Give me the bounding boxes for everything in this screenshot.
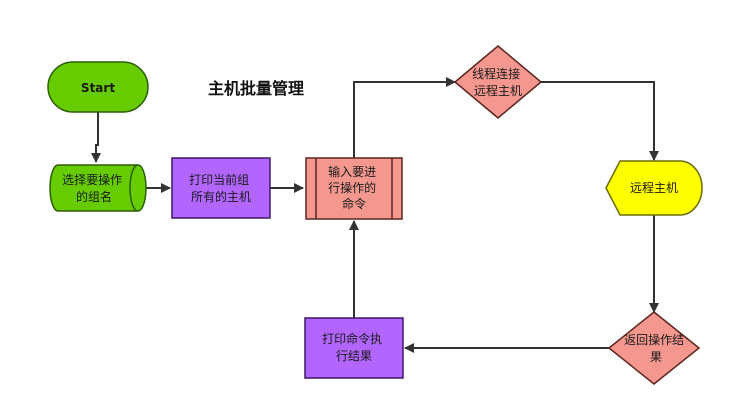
input-command-label-line2: 行操作的 bbox=[328, 180, 376, 195]
svg-text:线程连接 远程主机: 线程连接 远程主机 bbox=[472, 66, 524, 98]
connectors bbox=[91, 77, 659, 353]
edge-thread-to-remote bbox=[541, 81, 659, 161]
svg-text:输入要进 行操作的 命令: 输入要进 行操作的 命令 bbox=[328, 164, 380, 211]
svg-text:打印命令执 行结果: 打印命令执 行结果 bbox=[322, 331, 386, 363]
print-result-label-line1: 打印命令执 bbox=[322, 331, 382, 346]
start-node: Start bbox=[47, 61, 149, 113]
print-result-node: 打印命令执 行结果 bbox=[304, 317, 404, 379]
edge-input-to-thread bbox=[353, 77, 456, 158]
thread-connect-label-line1: 线程连接 bbox=[472, 66, 520, 81]
select-group-label-line1: 选择要操作 bbox=[62, 172, 122, 187]
edge-start-to-select bbox=[91, 112, 101, 163]
print-result-label-line2: 行结果 bbox=[336, 349, 372, 363]
svg-text:Start: Start bbox=[81, 81, 115, 95]
svg-text:打印当前组 所有的主机: 打印当前组 所有的主机 bbox=[189, 172, 253, 204]
diagram-title: 主机批量管理 bbox=[208, 79, 304, 98]
input-command-label-line3: 命令 bbox=[342, 196, 366, 211]
input-command-node: 输入要进 行操作的 命令 bbox=[305, 157, 403, 220]
return-result-node: 返回操作结 果 bbox=[607, 311, 701, 385]
input-command-label-line1: 输入要进 bbox=[328, 164, 376, 179]
print-hosts-label-line2: 所有的主机 bbox=[191, 189, 251, 204]
print-hosts-node: 打印当前组 所有的主机 bbox=[171, 157, 271, 219]
return-result-label-line2: 果 bbox=[650, 350, 662, 364]
select-group-node: 选择要操作 的组名 bbox=[49, 164, 147, 212]
return-result-label-line1: 返回操作结 bbox=[624, 332, 684, 347]
svg-text:返回操作结 果: 返回操作结 果 bbox=[624, 332, 688, 364]
svg-text:远程主机: 远程主机 bbox=[630, 180, 678, 195]
thread-connect-node: 线程连接 远程主机 bbox=[453, 45, 543, 119]
remote-host-node: 远程主机 bbox=[605, 160, 703, 216]
svg-text:选择要操作 的组名: 选择要操作 的组名 bbox=[62, 172, 126, 204]
select-group-label-line2: 的组名 bbox=[76, 189, 112, 204]
print-hosts-label-line1: 打印当前组 bbox=[189, 172, 249, 187]
remote-host-label: 远程主机 bbox=[630, 180, 678, 195]
start-node-label: Start bbox=[81, 81, 115, 95]
thread-connect-label-line2: 远程主机 bbox=[474, 83, 522, 98]
